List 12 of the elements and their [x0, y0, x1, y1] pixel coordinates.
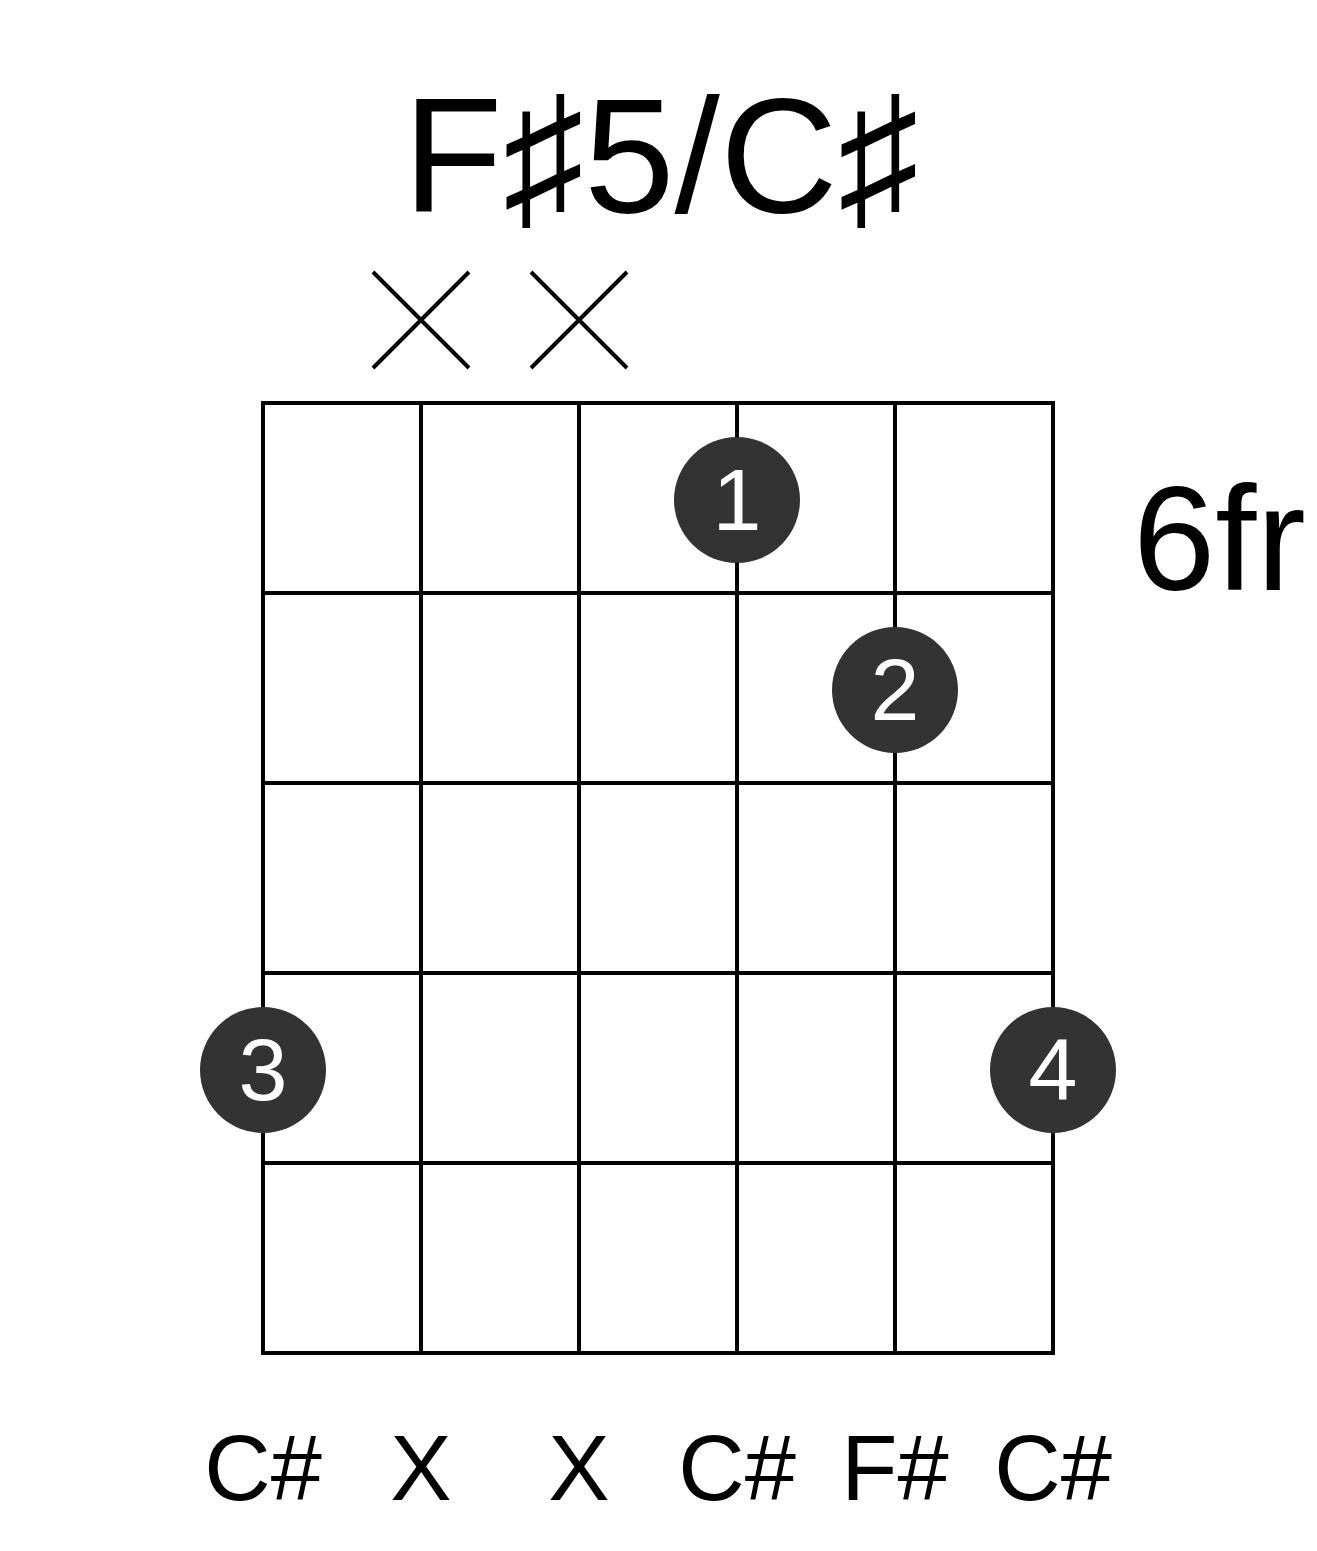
note-label: F# [841, 1422, 949, 1514]
finger-dot: 3 [200, 1006, 326, 1133]
note-label: X [548, 1422, 610, 1514]
finger-dot: 2 [832, 626, 958, 753]
fret-number-label: 6fr [1133, 465, 1306, 613]
finger-dot: 4 [990, 1006, 1116, 1133]
note-label: C# [994, 1422, 1112, 1514]
note-label: X [390, 1422, 452, 1514]
note-label: C# [204, 1422, 322, 1514]
note-label: C# [678, 1422, 796, 1514]
chord-title: F♯5/C♯ [402, 74, 920, 237]
finger-dot: 1 [674, 436, 800, 563]
